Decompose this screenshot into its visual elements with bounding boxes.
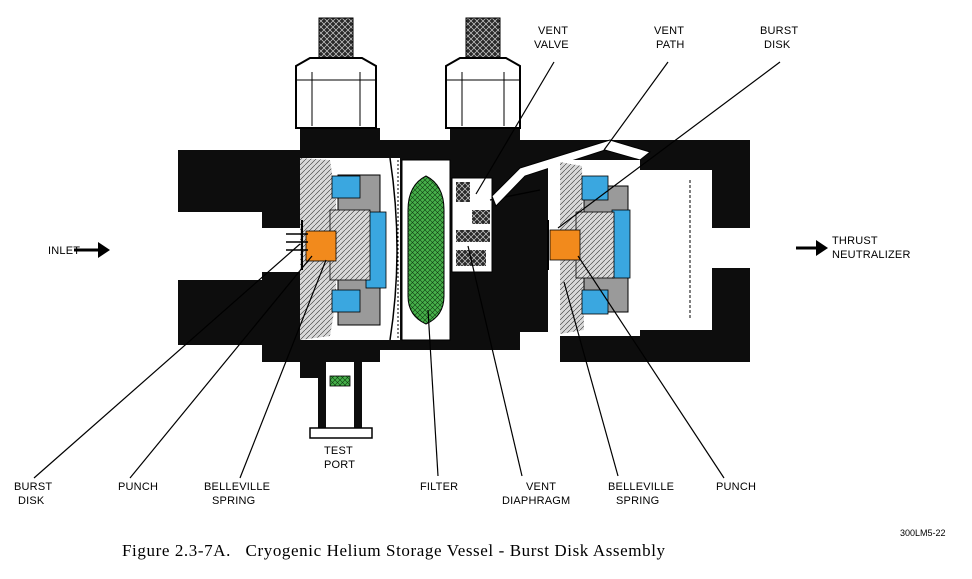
inlet-arrow bbox=[74, 242, 110, 258]
label-belleville-right-2: SPRING bbox=[616, 495, 659, 507]
drawing-code: 300LM5-22 bbox=[900, 528, 946, 538]
label-test-port-1: TEST bbox=[324, 445, 353, 457]
right-burst-disk-cavity bbox=[547, 160, 691, 336]
right-fitting bbox=[445, 17, 521, 129]
label-vent-diaphragm-2: DIAPHRAGM bbox=[502, 495, 570, 507]
label-belleville-left-2: SPRING bbox=[212, 495, 255, 507]
label-thrust-neutralizer-1: THRUST bbox=[832, 235, 878, 247]
label-burst-disk-bottom-1: BURST bbox=[14, 481, 52, 493]
label-thrust-neutralizer-2: NEUTRALIZER bbox=[832, 249, 911, 261]
label-vent-diaphragm-1: VENT bbox=[526, 481, 556, 493]
left-fitting bbox=[295, 17, 377, 129]
leader-lines bbox=[33, 61, 781, 479]
label-vent-valve-2: VALVE bbox=[534, 39, 569, 51]
filter-chamber bbox=[401, 159, 451, 341]
label-inlet: INLET bbox=[48, 245, 80, 257]
label-belleville-right-1: BELLEVILLE bbox=[608, 481, 674, 493]
label-punch-left: PUNCH bbox=[118, 481, 158, 493]
label-vent-valve-1: VENT bbox=[538, 25, 568, 37]
test-port-tube bbox=[309, 362, 373, 439]
label-punch-right: PUNCH bbox=[716, 481, 756, 493]
outlet-arrow bbox=[796, 240, 828, 256]
label-vent-path-1: VENT bbox=[654, 25, 684, 37]
label-test-port-2: PORT bbox=[324, 459, 355, 471]
label-burst-disk-top-2: DISK bbox=[764, 39, 791, 51]
label-vent-path-2: PATH bbox=[656, 39, 685, 51]
left-burst-disk-cavity bbox=[286, 157, 400, 341]
label-belleville-left-1: BELLEVILLE bbox=[204, 481, 270, 493]
label-burst-disk-top-1: BURST bbox=[760, 25, 798, 37]
figure-caption: Figure 2.3-7A. Cryogenic Helium Storage … bbox=[122, 541, 666, 560]
label-burst-disk-bottom-2: DISK bbox=[18, 495, 45, 507]
label-filter: FILTER bbox=[420, 481, 458, 493]
